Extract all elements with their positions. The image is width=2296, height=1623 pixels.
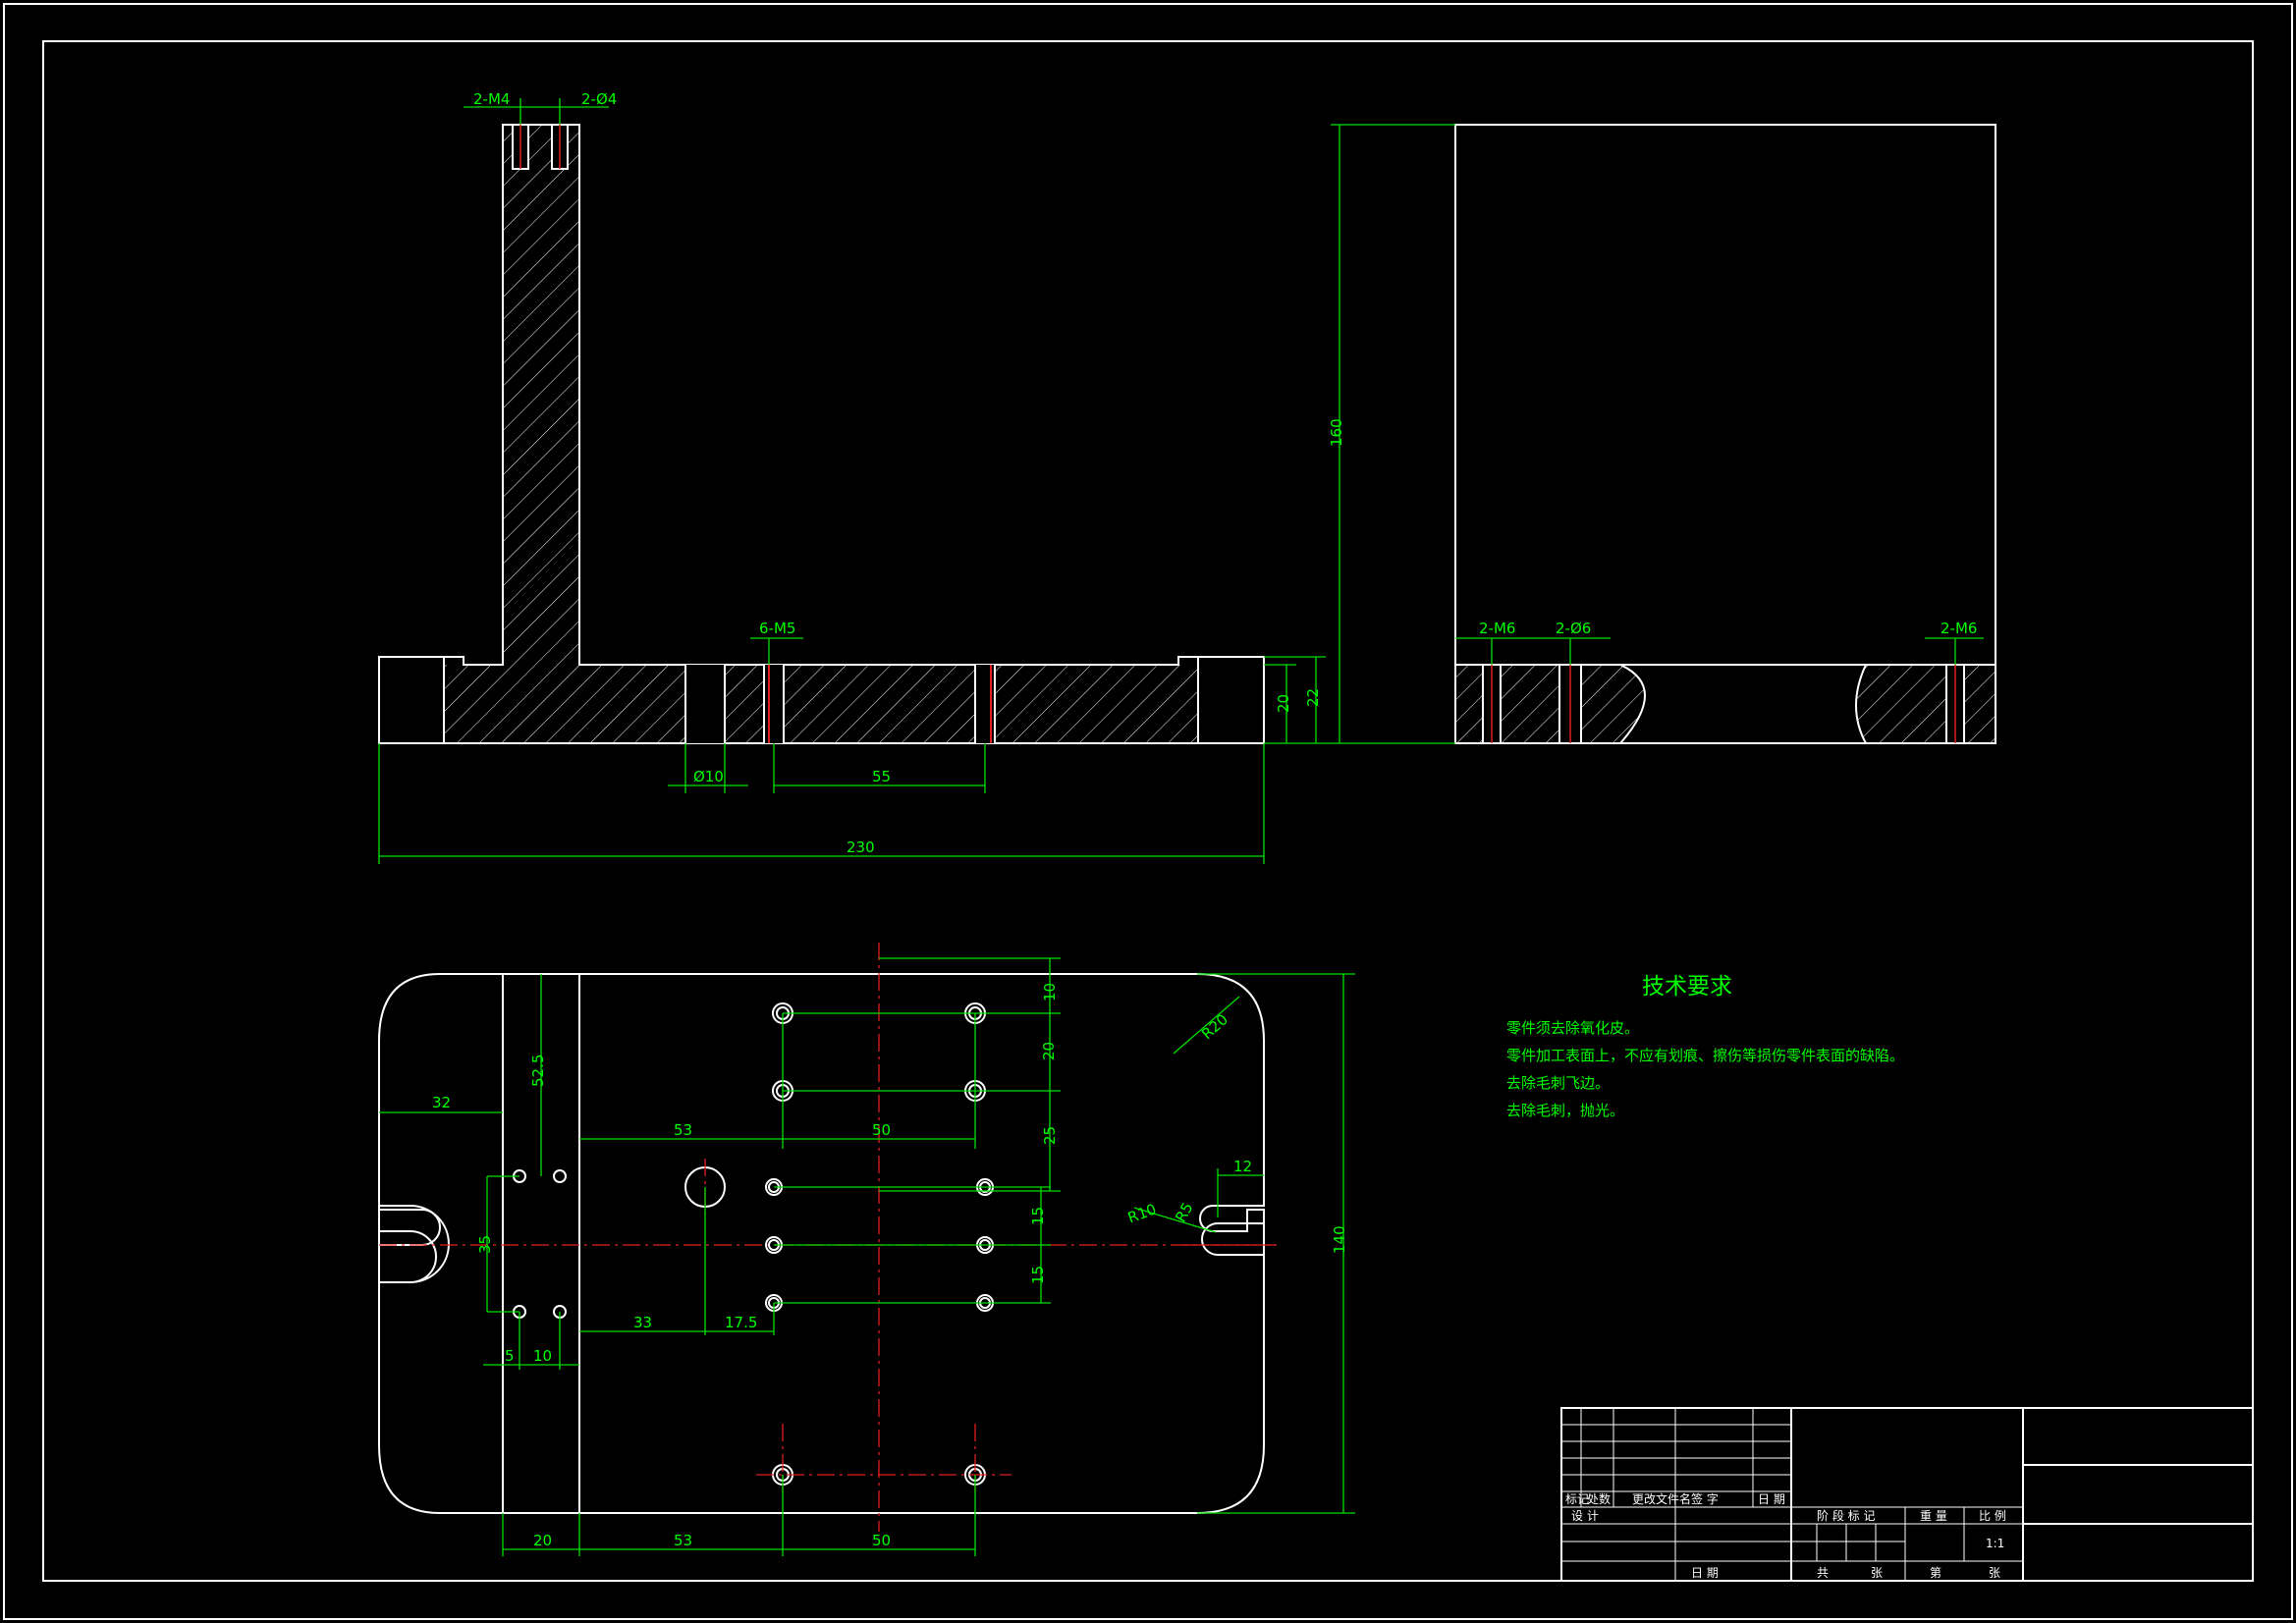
tb-date: 日 期 (1691, 1566, 1719, 1580)
dim-5: 5 (505, 1347, 515, 1365)
tb-total: 共 (1817, 1566, 1829, 1580)
tb-scale: 1:1 (1986, 1537, 2004, 1550)
dim-d10: Ø10 (693, 768, 724, 785)
dim-17-5: 17.5 (725, 1314, 757, 1331)
dim-33: 33 (633, 1314, 652, 1331)
top-view: 10 20 25 15 15 53 50 32 52.5 35 33 17.5 … (378, 943, 1355, 1556)
dim-140: 140 (1331, 1225, 1348, 1254)
dim-10v: 10 (1041, 983, 1059, 1001)
tb-weight: 重 量 (1920, 1509, 1947, 1523)
dim-25v: 25 (1041, 1126, 1059, 1145)
dim-160: 160 (1328, 418, 1345, 447)
dim-6-m5: 6-M5 (759, 620, 795, 637)
title-block: 标记 处数 更改文件名 签 字 日 期 设 计 日 期 阶 段 标 记 重 量 … (1560, 1407, 2254, 1582)
dim-20v: 20 (1040, 1042, 1058, 1060)
tb-count: 处数 (1587, 1491, 1611, 1506)
tech-title: 技术要求 (1642, 974, 1732, 1000)
dim-230: 230 (847, 839, 875, 856)
dim-15b: 15 (1029, 1266, 1047, 1284)
dim-2-o6: 2-Ø6 (1556, 620, 1591, 637)
tb-date-head: 日 期 (1758, 1492, 1785, 1506)
dim-55: 55 (872, 768, 891, 785)
dim-22: 22 (1304, 688, 1322, 707)
dim-20b: 20 (533, 1532, 552, 1549)
dim-r5: R5 (1172, 1200, 1197, 1225)
dim-10h: 10 (533, 1347, 552, 1365)
front-section-view: 2-M4 2-Ø4 6-M5 Ø10 55 230 20 22 (378, 90, 1331, 864)
tb-sign: 签 字 (1691, 1491, 1719, 1506)
tech-line-4: 去除毛刺，抛光。 (1506, 1102, 1624, 1119)
tb-page: 第 (1930, 1566, 1941, 1580)
dim-35: 35 (476, 1235, 494, 1254)
dim-2-m6-right: 2-M6 (1941, 620, 1977, 637)
outer-border (3, 3, 2293, 1620)
dim-12: 12 (1233, 1158, 1252, 1175)
tb-stage: 阶 段 标 记 (1817, 1508, 1875, 1523)
dim-20: 20 (1275, 694, 1292, 713)
dim-2-m4: 2-M4 (473, 90, 510, 108)
dim-2-o4: 2-Ø4 (581, 90, 617, 108)
tech-line-2: 零件加工表面上，不应有划痕、擦伤等损伤零件表面的缺陷。 (1506, 1047, 1904, 1064)
dim-53b: 53 (674, 1532, 692, 1549)
tb-mark: 标记 (1565, 1492, 1589, 1506)
tb-design: 设 计 (1571, 1509, 1599, 1523)
dim-r20: R20 (1198, 1010, 1231, 1043)
tb-change: 更改文件名 (1632, 1491, 1691, 1506)
dim-2-m6-left: 2-M6 (1479, 620, 1515, 637)
side-view: 160 2-M6 2-Ø6 2-M6 (1328, 124, 1996, 744)
technical-requirements: 技术要求 零件须去除氧化皮。 零件加工表面上，不应有划痕、擦伤等损伤零件表面的缺… (1506, 974, 1904, 1119)
dim-15a: 15 (1029, 1207, 1047, 1225)
tech-line-1: 零件须去除氧化皮。 (1506, 1019, 1639, 1037)
dim-50-top: 50 (872, 1121, 891, 1139)
tb-sheets: 张 (1871, 1566, 1883, 1580)
dim-52-5: 52.5 (529, 1055, 547, 1087)
dim-r10: R10 (1125, 1200, 1159, 1226)
inner-border (42, 40, 2254, 1582)
tb-sheet: 张 (1989, 1566, 2000, 1580)
dim-50b: 50 (872, 1532, 891, 1549)
dim-53-top: 53 (674, 1121, 692, 1139)
tb-scale-label: 比 例 (1979, 1509, 2006, 1523)
tech-line-3: 去除毛刺飞边。 (1506, 1074, 1610, 1092)
dim-32: 32 (432, 1094, 451, 1111)
